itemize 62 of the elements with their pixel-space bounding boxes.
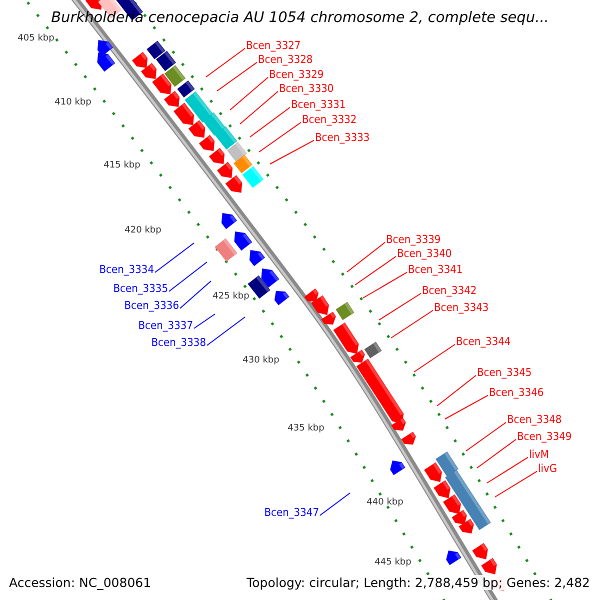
gene-label: livM [529, 448, 549, 461]
leader-line [154, 242, 194, 273]
leader-line [180, 280, 212, 309]
leader-line [362, 272, 408, 298]
leader-line [466, 422, 506, 452]
scale-tick-label: 435 kbp [288, 424, 324, 434]
map-title: Burkholderia cenocepacia AU 1054 chromosome 2, complete sequ... [50, 9, 550, 27]
leader-line [258, 122, 302, 152]
leader-line [194, 314, 216, 329]
gene-label: Bcen_3335 [113, 282, 168, 295]
sequence-info-text: Topology: circular; Length: 2,788,459 bp; Genes: 2,482 [246, 575, 590, 590]
gene-label: Bcen_3340 [397, 247, 452, 260]
scale-tick-label: 440 kbp [366, 498, 404, 508]
scale-tick-label: 410 kbp [54, 98, 92, 108]
gene-label: Bcen_3349 [517, 430, 572, 443]
gene-label: Bcen_3336 [124, 299, 179, 312]
gene-label: Bcen_3329 [269, 68, 324, 81]
gene-label: Bcen_3338 [151, 336, 206, 349]
leader-line [354, 256, 396, 286]
leader-line [378, 292, 422, 320]
gene-label: Bcen_3330 [279, 82, 334, 95]
gene-label: Bcen_3345 [477, 366, 532, 379]
leader-line [216, 62, 258, 92]
gene-label: Bcen_3343 [434, 301, 489, 314]
gene-label: Bcen_3328 [258, 53, 313, 66]
leader-line [436, 374, 476, 406]
leader-line [476, 438, 516, 468]
scale-tick-label: 405 kbp [18, 34, 54, 44]
gene-label: Bcen_3331 [291, 98, 346, 111]
leader-line [168, 262, 208, 292]
leader-line [494, 470, 538, 498]
leader-line [206, 48, 246, 78]
leader-line [444, 394, 488, 420]
gene-label: Bcen_3327 [246, 39, 301, 52]
scale-tick-label: 430 kbp [242, 356, 280, 366]
scale-tick-label: 420 kbp [124, 226, 162, 236]
scale-tick-label: 415 kbp [104, 160, 140, 172]
leader-line [320, 492, 350, 516]
gene-label: Bcen_3337 [138, 319, 193, 332]
gene-label: Bcen_3342 [422, 284, 477, 297]
leader-line [270, 140, 314, 164]
gene-label: Bcen_3333 [315, 131, 370, 144]
leader-line [240, 90, 278, 124]
gene-label: Bcen_3334 [99, 263, 154, 276]
gene-label: Bcen_3341 [408, 263, 463, 276]
gene-label: Bcen_3332 [302, 113, 357, 126]
leader-line [346, 242, 386, 272]
leader-line [206, 316, 246, 346]
gene-label: Bcen_3346 [489, 386, 544, 399]
scale-tick-label: 445 kbp [374, 558, 412, 568]
leader-line [250, 106, 290, 138]
leader-line [414, 344, 456, 372]
leader-line [390, 310, 434, 338]
leader-line [230, 76, 268, 110]
gene-label: livG [538, 462, 558, 475]
gene-label: Bcen_3348 [507, 413, 562, 426]
gene-label: Bcen_3347 [264, 506, 319, 519]
gene-label: Bcen_3339 [386, 233, 441, 246]
scale-tick-label: 425 kbp [212, 292, 250, 302]
accession-text: Accession: NC_008061 [9, 575, 152, 590]
gene-label: Bcen_3344 [456, 335, 511, 348]
leader-line [486, 456, 528, 484]
